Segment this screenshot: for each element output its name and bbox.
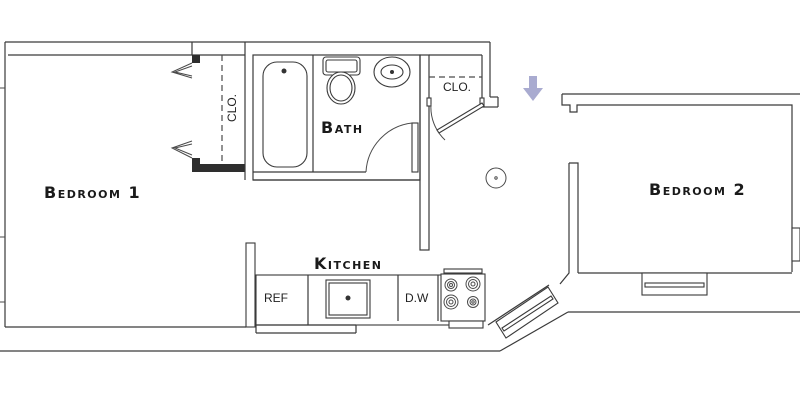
- bedroom1-closet: [170, 42, 246, 180]
- room-label-bedroom1: Bedroom 1: [44, 183, 142, 202]
- hall-closet: [419, 54, 485, 251]
- exterior-walls: [0, 41, 800, 352]
- room-label-kitchen: Kitchen: [314, 254, 383, 273]
- closet-label-hall: CLO.: [443, 80, 472, 94]
- appliance-label-refrigerator: REF: [264, 291, 288, 305]
- ceiling-light: [485, 167, 507, 189]
- arrow-down-icon: [523, 76, 543, 101]
- appliance-label-dishwasher: D.W: [405, 291, 429, 305]
- angled-window: [487, 284, 559, 339]
- kitchen-counter: [255, 268, 486, 334]
- stove-burners: [443, 276, 481, 310]
- closet-label-bedroom1: CLO.: [225, 93, 240, 123]
- bath-room: [252, 54, 421, 181]
- room-label-bedroom2: Bedroom 2: [649, 180, 747, 199]
- room-label-bath: Bath: [321, 118, 364, 137]
